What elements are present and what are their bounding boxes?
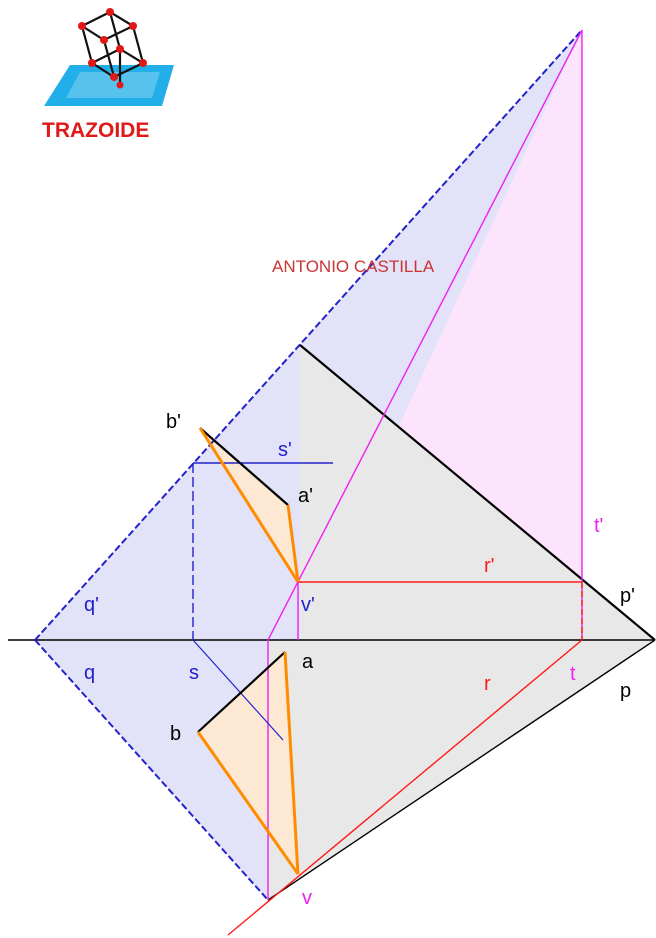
triangle-horizontal-fill <box>198 652 298 874</box>
logo-text: TRAZOIDE <box>42 119 149 142</box>
trace-q-prime <box>34 29 583 641</box>
label-r-prime: r' <box>484 555 494 577</box>
label-t: t <box>570 663 576 685</box>
trace-p-prime <box>299 344 656 641</box>
label-b: b <box>170 723 181 745</box>
label-s: s <box>189 662 199 684</box>
author-caption: ANTONIO CASTILLA <box>272 257 435 276</box>
segment-ab-prime <box>199 427 289 506</box>
label-q: q <box>84 662 95 684</box>
label-b-prime: b' <box>166 411 181 433</box>
line-r <box>227 639 583 936</box>
label-p: p <box>620 680 631 702</box>
label-a: a <box>302 651 314 673</box>
line-b-v <box>196 731 300 875</box>
line-a-prime-v-prime <box>286 504 300 583</box>
label-r: r <box>484 673 491 695</box>
line-a-v <box>283 651 300 875</box>
cube-on-plane-icon <box>44 8 174 106</box>
line-b-prime-v-prime <box>198 427 300 583</box>
label-p-prime: p' <box>620 585 635 607</box>
label-v: v <box>302 887 312 909</box>
label-v-prime: v' <box>301 594 315 616</box>
label-q-prime: q' <box>84 594 99 616</box>
projector-t-diagonal <box>267 29 583 641</box>
line-s <box>192 639 284 741</box>
trace-q <box>34 639 269 901</box>
label-s-prime: s' <box>278 439 292 461</box>
logo-plane-shadow <box>66 72 160 98</box>
trace-p <box>267 639 656 901</box>
label-t-prime: t' <box>594 515 603 537</box>
segment-ab <box>197 651 286 733</box>
label-a-prime: a' <box>298 485 313 507</box>
